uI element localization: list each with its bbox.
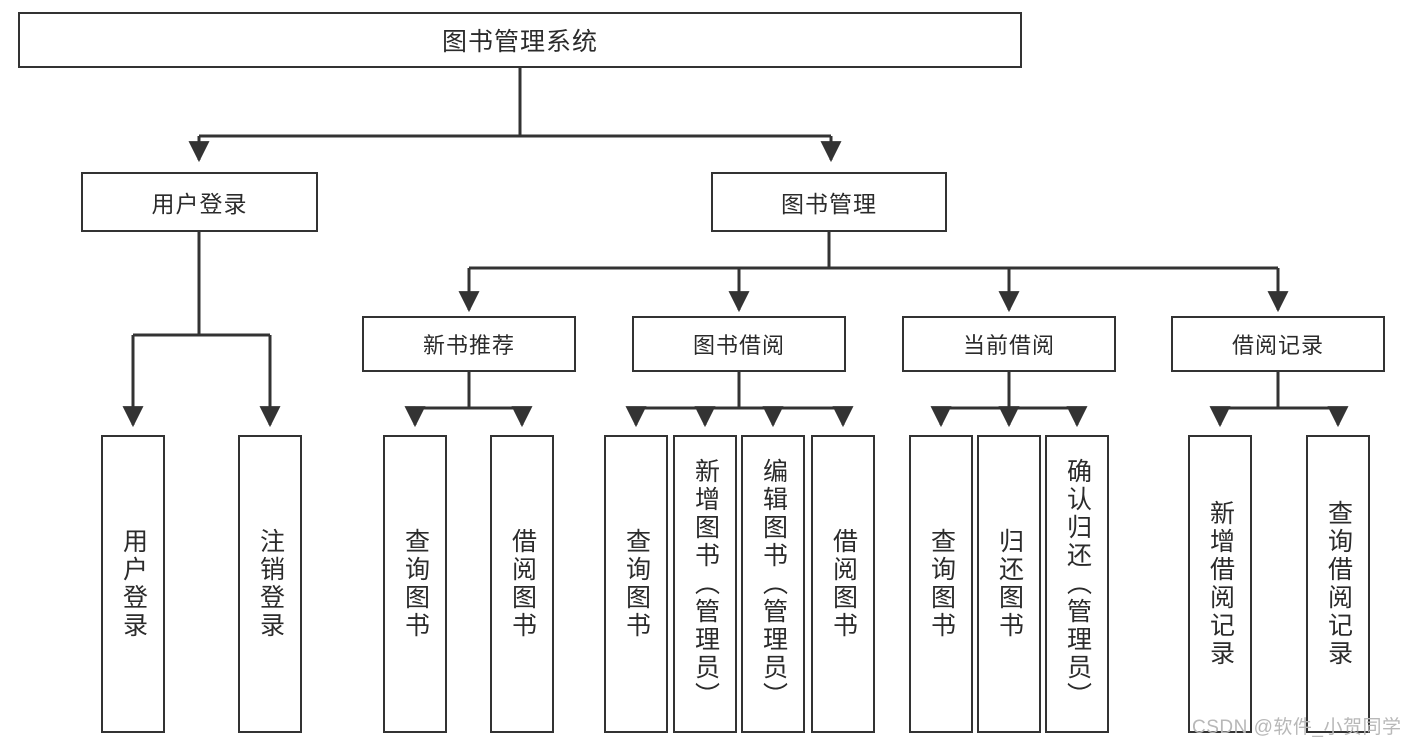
leaf-return-book[interactable]: 归还图书 [977,435,1041,733]
node-label: 借阅记录 [1231,333,1324,358]
leaf-label: 确认归还（管理员） [1063,458,1092,710]
node-label: 图书管理 [781,191,877,217]
leaf-label: 新增借阅记录 [1206,500,1235,668]
node-root-system[interactable]: 图书管理系统 [18,12,1022,68]
leaf-query-book-current[interactable]: 查询图书 [909,435,973,733]
leaf-label: 查询借阅记录 [1324,500,1353,668]
leaf-label: 查询图书 [401,528,430,640]
leaf-confirm-return-admin[interactable]: 确认归还（管理员） [1045,435,1109,733]
leaf-label: 用户登录 [119,528,148,640]
node-new-book-recommend[interactable]: 新书推荐 [362,316,576,372]
leaf-query-book-recommend[interactable]: 查询图书 [383,435,447,733]
leaf-logout[interactable]: 注销登录 [238,435,302,733]
node-label: 图书管理系统 [441,28,598,56]
leaf-label: 查询图书 [927,528,956,640]
leaf-query-book-borrow[interactable]: 查询图书 [604,435,668,733]
leaf-label: 编辑图书（管理员） [759,458,788,710]
leaf-label: 归还图书 [995,528,1024,640]
leaf-label: 新增图书（管理员） [691,458,720,710]
leaf-add-borrow-record[interactable]: 新增借阅记录 [1188,435,1252,733]
node-current-borrow[interactable]: 当前借阅 [902,316,1116,372]
leaf-label: 借阅图书 [508,528,537,640]
node-label: 当前借阅 [962,333,1055,358]
leaf-query-borrow-record[interactable]: 查询借阅记录 [1306,435,1370,733]
leaf-label: 借阅图书 [829,528,858,640]
node-label: 图书借阅 [692,333,785,358]
leaf-label: 查询图书 [622,528,651,640]
node-borrow-record[interactable]: 借阅记录 [1171,316,1385,372]
leaf-borrow-book[interactable]: 借阅图书 [811,435,875,733]
node-label: 用户登录 [151,191,248,217]
csdn-watermark: CSDN @软件_小贺同学 [1192,717,1402,738]
node-user-login[interactable]: 用户登录 [81,172,318,232]
node-book-management[interactable]: 图书管理 [711,172,947,232]
node-label: 新书推荐 [422,333,515,358]
leaf-label: 注销登录 [256,528,285,640]
leaf-edit-book-admin[interactable]: 编辑图书（管理员） [741,435,805,733]
node-book-borrow[interactable]: 图书借阅 [632,316,846,372]
leaf-add-book-admin[interactable]: 新增图书（管理员） [673,435,737,733]
leaf-user-login[interactable]: 用户登录 [101,435,165,733]
leaf-borrow-book-recommend[interactable]: 借阅图书 [490,435,554,733]
